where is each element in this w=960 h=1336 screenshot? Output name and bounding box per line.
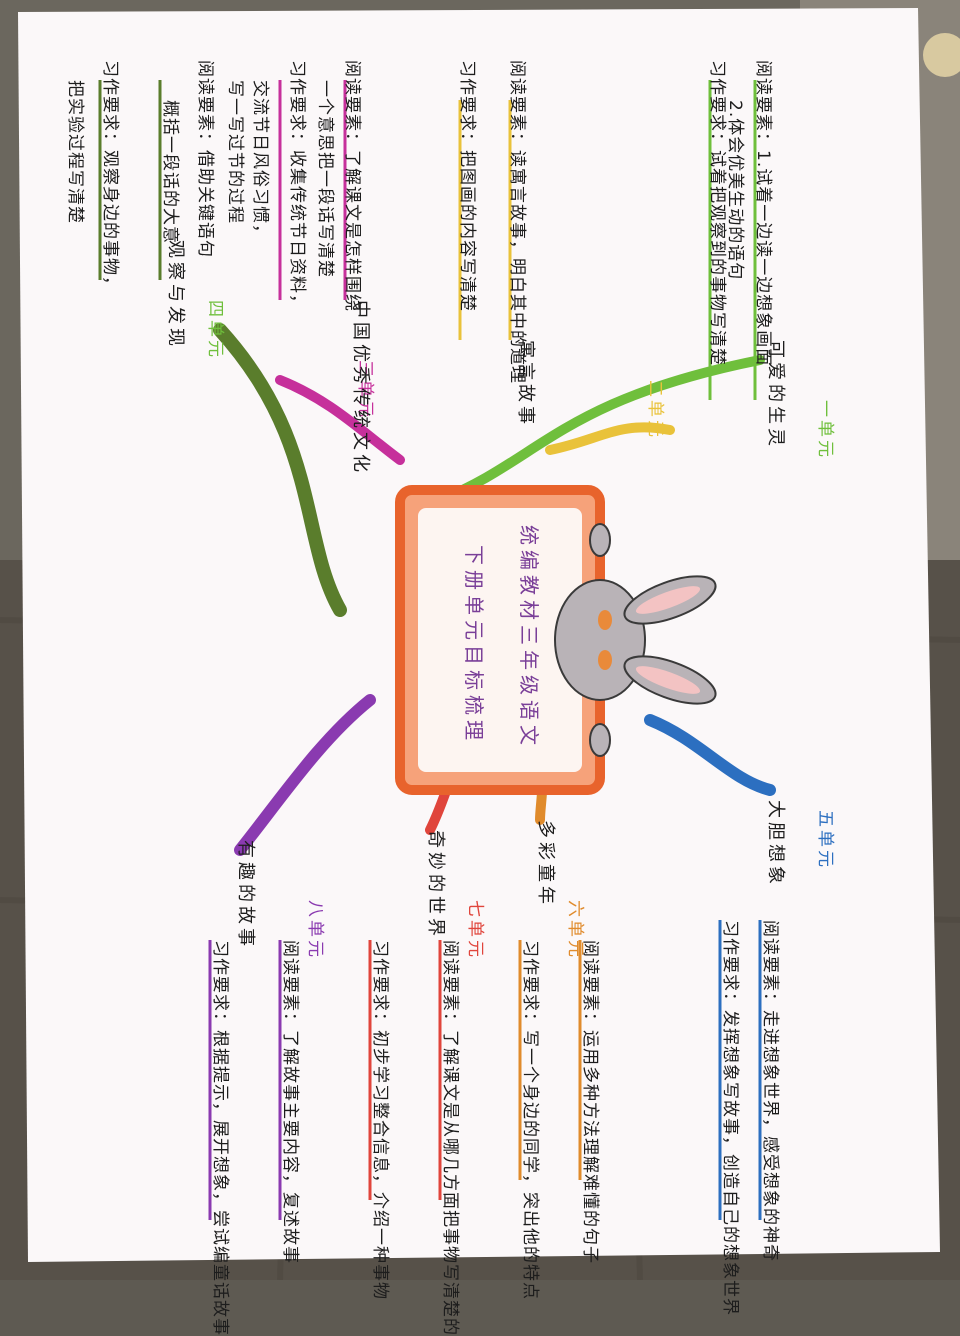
unit-3-writing-cont2: 写一写过节的过程: [225, 80, 245, 224]
unit-5-theme: 大胆想象: [765, 800, 786, 888]
unit-2-label: 二单元: [645, 380, 665, 440]
unit-3-writing: 习作要求：收集传统节日资料，: [287, 60, 307, 312]
unit-3-reading: 阅读要素：了解课文是怎样围绕: [342, 60, 362, 312]
center-title-line2: 下册单元目标梳理: [462, 545, 486, 745]
unit-5-writing: 习作要求：发挥想象写故事，创造自己的想象世界: [720, 920, 740, 1316]
unit-8-writing: 习作要求：根据提示，展开想象，尝试编童话故事: [210, 940, 230, 1336]
unit-4-reading-cont: 概括一段话的大意: [160, 100, 180, 244]
branch-unit-4: [213, 323, 347, 617]
bunny-illustration: [554, 523, 717, 757]
floor-object: [923, 33, 960, 77]
unit-4-theme: 观察与发现: [165, 240, 186, 350]
unit-4-writing: 习作要求：观察身边的事物，: [100, 60, 120, 294]
branch-unit-8: [234, 694, 376, 856]
branch-unit-2: [545, 422, 675, 455]
unit-4-label: 四单元: [205, 300, 225, 360]
unit-6-writing: 习作要求：写一个身边的同学，突出他的特点: [520, 940, 540, 1300]
unit-6-reading: 阅读要素：运用多种方法理解难懂的句子: [580, 940, 600, 1264]
unit-6-theme: 多彩童年: [535, 820, 556, 908]
unit-4-writing-cont: 把实验过程写清楚: [65, 80, 85, 224]
center-title-line1: 统编教材三年级语文: [517, 525, 541, 750]
unit-3-writing-cont: 交流节日风俗习惯，: [250, 80, 270, 242]
branch-unit-3: [275, 375, 405, 465]
unit-8-label: 八单元: [305, 900, 325, 960]
unit-3-reading-cont: 一个意思把一段话写清楚: [315, 80, 335, 278]
branch-unit-5: [644, 714, 776, 796]
unit-7-theme: 奇妙的世界: [425, 830, 446, 940]
unit-2-writing: 习作要求：把图画的内容写清楚: [457, 60, 477, 312]
unit-1-label: 一单元: [815, 400, 835, 460]
unit-5-reading: 阅读要素：走进想象世界，感受想象的神奇: [760, 920, 780, 1262]
unit-2-reading: 阅读要素：读寓言故事，明白其中的道理: [507, 60, 527, 384]
mind-map: 统编教材三年级语文 下册单元目标梳理 一单元 可爱的生灵 阅读要素：1.试着一边…: [40, 40, 920, 1336]
unit-4-reading: 阅读要素：借助关键语句: [195, 60, 215, 258]
unit-1-writing: 习作要求：试着把观察到的事物写清楚: [707, 60, 727, 366]
unit-8-theme: 有趣的故事: [235, 840, 256, 950]
unit-7-writing: 习作要求：初步学习整合信息，介绍一种事物: [370, 940, 390, 1300]
unit-7-label: 七单元: [465, 900, 485, 960]
branch-unit-1: [435, 355, 765, 505]
unit-1-reading: 阅读要素：1.试着一边读一边想象画面: [753, 60, 773, 367]
unit-7-reading: 阅读要素：了解课文是从哪几方面把事物写清楚的: [440, 940, 460, 1336]
branch-lines: [98, 80, 776, 1220]
unit-5-label: 五单元: [815, 810, 835, 870]
unit-3-theme: 中国优秀传统文化: [350, 300, 371, 476]
unit-8-reading: 阅读要素：了解故事主要内容，复述故事: [280, 940, 300, 1264]
center-frame-inner: [418, 508, 582, 772]
